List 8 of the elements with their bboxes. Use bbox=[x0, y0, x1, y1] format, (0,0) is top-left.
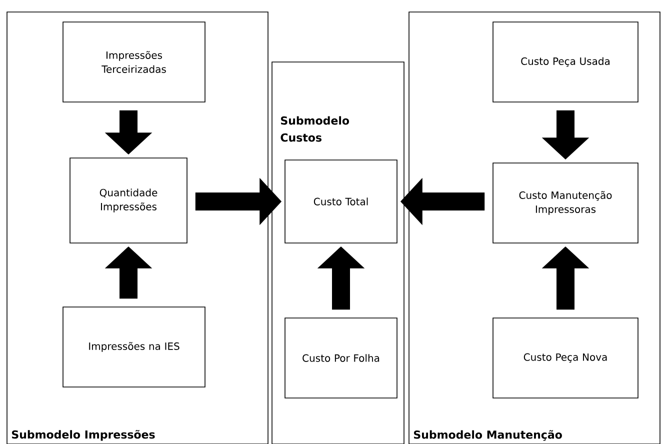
process-box: Impressões na IES bbox=[62, 306, 206, 388]
process-box: Custo Peça Usada bbox=[492, 22, 638, 102]
process-box: Quantidade Impressões bbox=[70, 158, 188, 244]
process-box: Custo Peça Nova bbox=[492, 318, 638, 398]
process-box: Custo Total bbox=[284, 160, 398, 244]
process-box: Custo Manutenção Impressoras bbox=[492, 162, 638, 244]
process-box: Impressões Terceirizadas bbox=[62, 22, 206, 102]
process-box: Custo Por Folha bbox=[284, 318, 398, 398]
